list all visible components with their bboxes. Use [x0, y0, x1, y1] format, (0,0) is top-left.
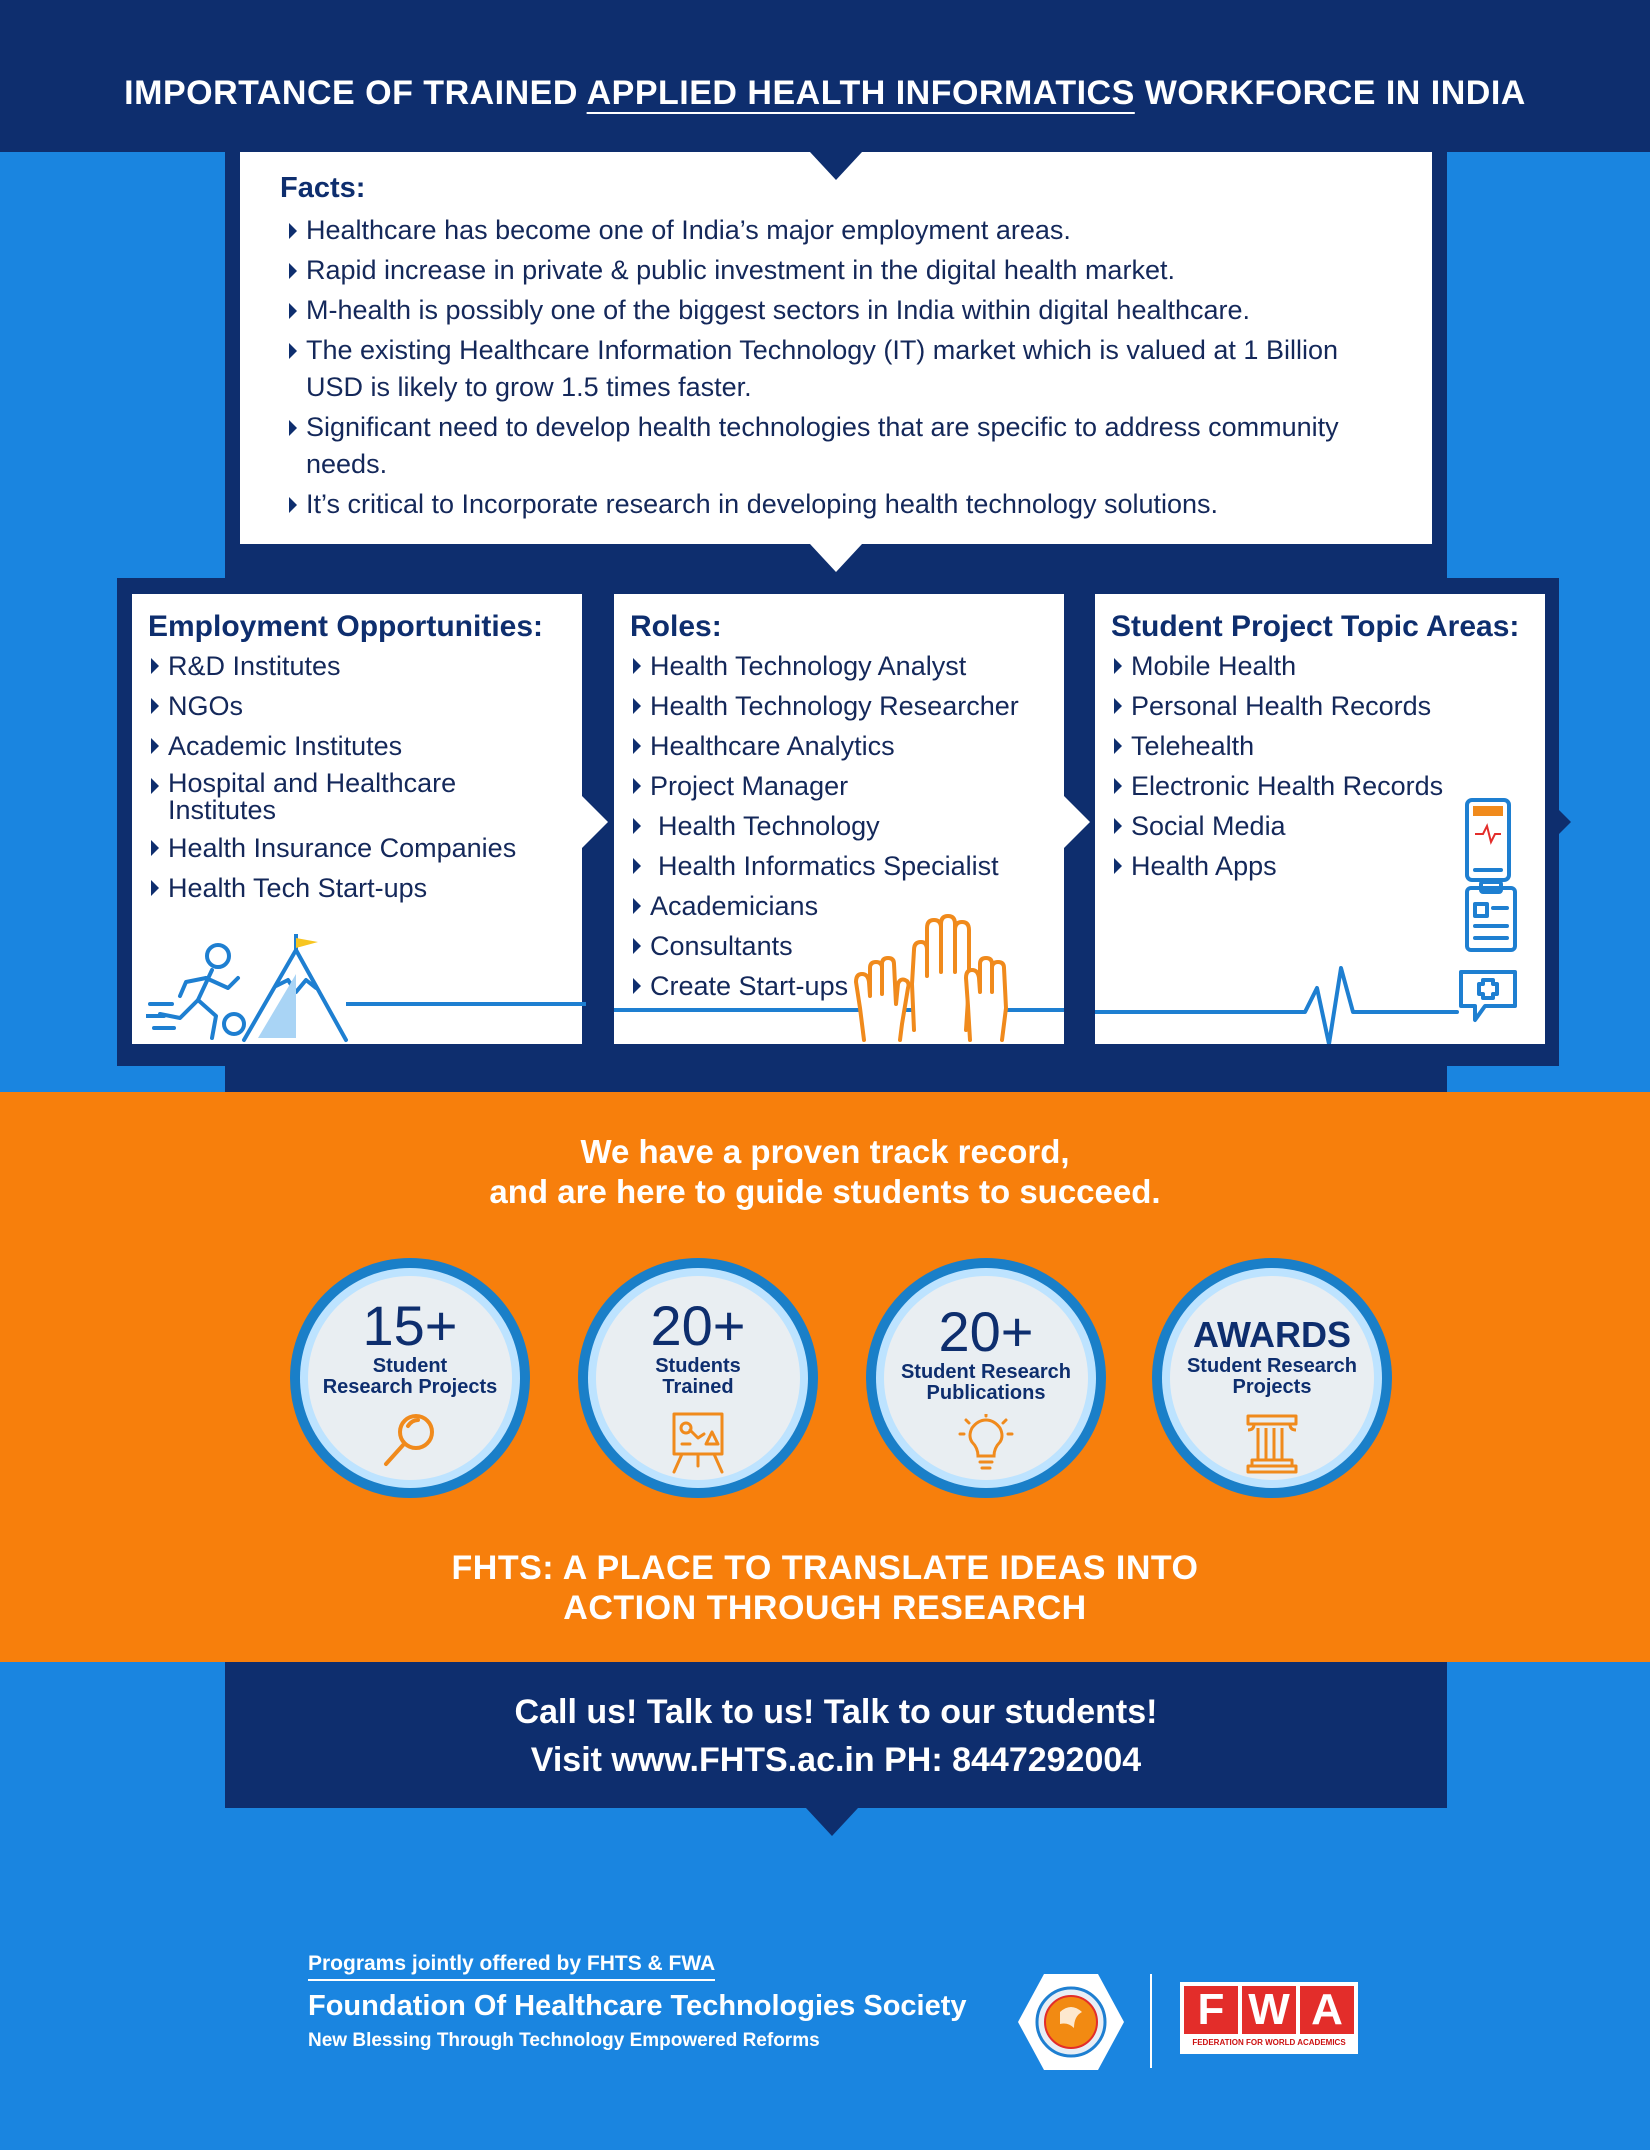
employment-item: NGOs — [148, 690, 568, 722]
employment-arrow — [582, 796, 608, 848]
topics-arrow — [1545, 796, 1571, 848]
fwa-caption: FEDERATION FOR WORLD ACADEMICS — [1192, 2038, 1346, 2047]
employment-item: R&D Institutes — [148, 650, 568, 682]
topics-list: Mobile Health Personal Health Records Te… — [1111, 650, 1531, 890]
title-prefix: IMPORTANCE OF TRAINED — [124, 74, 587, 112]
roles-heading: Roles: — [630, 610, 722, 643]
employment-list: R&D Institutes NGOs Academic Institutes … — [148, 650, 568, 912]
fwa-letter: W — [1242, 1986, 1296, 2034]
role-item: Project Manager — [630, 770, 1060, 802]
fact-item: The existing Healthcare Information Tech… — [286, 332, 1386, 406]
role-item: Health Technology Researcher — [630, 690, 1060, 722]
roles-list: Health Technology Analyst Health Technol… — [630, 650, 1060, 1010]
role-item: Healthcare Analytics — [630, 730, 1060, 762]
topic-item: Social Media — [1111, 810, 1531, 842]
fwa-letter: F — [1184, 1986, 1238, 2034]
roles-arrow — [1064, 796, 1090, 848]
badge-number: 15+ — [362, 1294, 458, 1357]
pillar-icon — [1246, 1414, 1298, 1474]
fhts-org-name: Foundation Of Healthcare Technologies So… — [308, 1990, 967, 2022]
fhts-slogan: FHTS: A PLACE TO TRANSLATE IDEAS INTO AC… — [0, 1548, 1650, 1628]
role-item: Health Technology Analyst — [630, 650, 1060, 682]
facts-heading: Facts: — [280, 172, 366, 204]
fact-item: It’s critical to Incorporate research in… — [286, 486, 1426, 523]
roles-panel: Roles: Health Technology Analyst Health … — [614, 594, 1064, 1044]
fwa-logo: F W A FEDERATION FOR WORLD ACADEMICS — [1180, 1982, 1358, 2054]
employment-panel: Employment Opportunities: R&D Institutes… — [132, 594, 586, 1044]
employment-item: Hospital and Healthcare Institutes — [148, 770, 498, 824]
facts-notch-top — [810, 152, 862, 180]
badge-number: 20+ — [938, 1300, 1034, 1363]
fhts-tagline: New Blessing Through Technology Empowere… — [308, 2030, 820, 2051]
role-item: Health Technology — [630, 810, 1060, 842]
employment-item: Health Tech Start-ups — [148, 872, 568, 904]
contact-text: Call us! Talk to us! Talk to our student… — [225, 1688, 1447, 1784]
role-item: Academicians — [630, 890, 1060, 922]
lightbulb-icon — [958, 1414, 1014, 1470]
fwa-letter: A — [1300, 1986, 1354, 2034]
topic-item: Personal Health Records — [1111, 690, 1531, 722]
slogan-line2: ACTION THROUGH RESEARCH — [563, 1589, 1087, 1627]
slogan-line1: FHTS: A PLACE TO TRANSLATE IDEAS INTO — [451, 1549, 1199, 1587]
topic-item: Health Apps — [1111, 850, 1531, 882]
topics-panel: Student Project Topic Areas: Mobile Heal… — [1095, 594, 1545, 1044]
facts-list: Healthcare has become one of India’s maj… — [286, 212, 1426, 526]
contact-line1: Call us! Talk to us! Talk to our student… — [514, 1693, 1158, 1731]
presentation-board-icon — [672, 1412, 724, 1474]
topic-item: Telehealth — [1111, 730, 1531, 762]
facts-panel — [240, 152, 1432, 544]
contact-box — [225, 1662, 1447, 1808]
tagline-line1: We have a proven track record, — [580, 1133, 1070, 1170]
header-bar — [0, 0, 1650, 152]
navy-frame-bottom — [225, 1060, 1447, 1096]
runner-mountain-icon — [146, 934, 586, 1042]
topic-item: Mobile Health — [1111, 650, 1531, 682]
magnifier-icon — [384, 1414, 434, 1466]
role-item: Health Informatics Specialist — [630, 850, 1060, 882]
title-suffix: WORKFORCE IN INDIA — [1134, 74, 1526, 112]
fact-item: Significant need to develop health techn… — [286, 409, 1366, 483]
employment-heading: Employment Opportunities: — [148, 610, 544, 643]
facts-notch-bottom — [810, 544, 862, 572]
fact-item: Healthcare has become one of India’s maj… — [286, 212, 1426, 249]
fact-item: Rapid increase in private & public inves… — [286, 252, 1426, 289]
title-highlight: APPLIED HEALTH INFORMATICS — [586, 74, 1135, 112]
role-item: Create Start-ups — [630, 970, 1060, 1002]
topic-item: Electronic Health Records — [1111, 770, 1531, 802]
employment-item: Academic Institutes — [148, 730, 568, 762]
badge-number: 20+ — [650, 1294, 746, 1357]
heartbeat-devices-icon — [1095, 798, 1517, 1044]
employment-item: Health Insurance Companies — [148, 832, 568, 864]
track-record-tagline: We have a proven track record, and are h… — [0, 1132, 1650, 1212]
contact-line2[interactable]: Visit www.FHTS.ac.in PH: 8447292004 — [530, 1741, 1142, 1779]
programs-jointly-label: Programs jointly offered by FHTS & FWA — [308, 1952, 716, 1981]
footer-divider — [1150, 1974, 1152, 2068]
page-title: IMPORTANCE OF TRAINED APPLIED HEALTH INF… — [0, 74, 1650, 113]
topics-heading: Student Project Topic Areas: — [1111, 610, 1520, 643]
fhts-logo — [1018, 1974, 1124, 2070]
tagline-line2: and are here to guide students to succee… — [489, 1173, 1161, 1210]
raised-hands-icon — [614, 914, 1064, 1042]
fact-item: M-health is possibly one of the biggest … — [286, 292, 1426, 329]
badge-number: AWARDS — [1192, 1314, 1351, 1355]
contact-notch — [806, 1808, 858, 1836]
role-item: Consultants — [630, 930, 1060, 962]
